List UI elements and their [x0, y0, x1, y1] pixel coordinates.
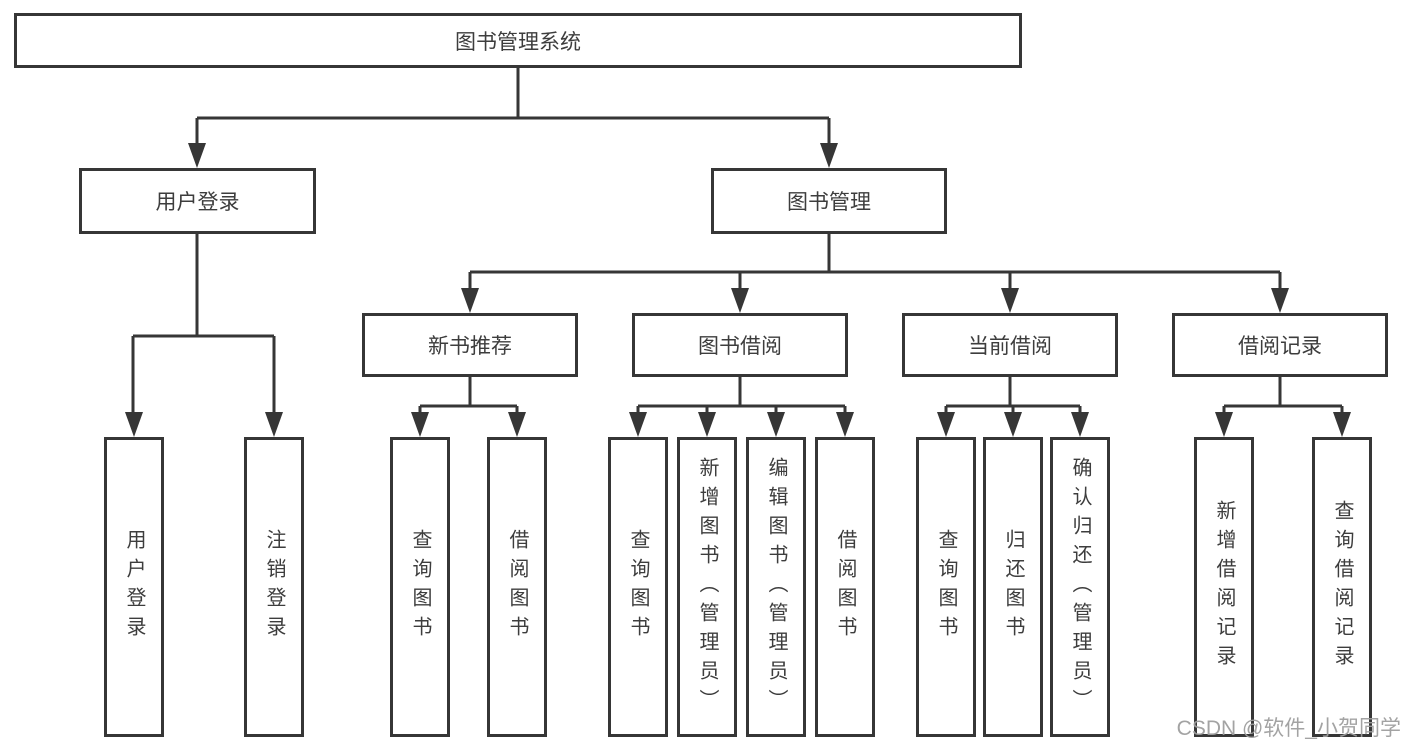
node-label: 查询借阅记录: [1331, 500, 1353, 674]
node-label: 借阅图书: [834, 529, 856, 645]
node-confirm-return-admin: 确认归还（管理员）: [1050, 437, 1110, 737]
node-borrow-books: 借阅图书: [487, 437, 547, 737]
node-label: 当前借阅: [968, 335, 1052, 358]
node-add-books-admin: 新增图书（管理员）: [677, 437, 737, 737]
node-library-management-system: 图书管理系统: [14, 13, 1022, 68]
node-return-books: 归还图书: [983, 437, 1043, 737]
node-label: 查询图书: [409, 529, 431, 645]
node-label: 用户登录: [123, 529, 145, 645]
node-label: 图书管理系统: [455, 30, 581, 54]
node-label: 图书借阅: [698, 335, 782, 358]
node-query-books: 查询图书: [390, 437, 450, 737]
node-label: 借阅图书: [506, 529, 528, 645]
node-label: 图书管理: [787, 191, 871, 214]
node-add-borrow-record: 新增借阅记录: [1194, 437, 1254, 737]
node-label: 查询图书: [627, 529, 649, 645]
node-query-books: 查询图书: [916, 437, 976, 737]
node-label: 编辑图书（管理员）: [765, 456, 787, 718]
node-label: 归还图书: [1002, 529, 1024, 645]
watermark-text: CSDN @软件_小贺同学: [1176, 717, 1401, 740]
node-book-borrowing: 图书借阅: [632, 313, 848, 377]
node-query-borrow-record: 查询借阅记录: [1312, 437, 1372, 737]
node-borrowing-records: 借阅记录: [1172, 313, 1388, 377]
node-label: 查询图书: [935, 529, 957, 645]
node-borrow-books: 借阅图书: [815, 437, 875, 737]
node-user-login-action: 用户登录: [104, 437, 164, 737]
node-label: 注销登录: [263, 529, 285, 645]
node-new-book-recommendation: 新书推荐: [362, 313, 578, 377]
node-edit-books-admin: 编辑图书（管理员）: [746, 437, 806, 737]
node-label: 确认归还（管理员）: [1069, 456, 1091, 718]
node-label: 用户登录: [155, 191, 240, 214]
node-label: 新增借阅记录: [1213, 500, 1235, 674]
node-logout-action: 注销登录: [244, 437, 304, 737]
node-current-borrowing: 当前借阅: [902, 313, 1118, 377]
node-book-management: 图书管理: [711, 168, 947, 234]
node-query-books: 查询图书: [608, 437, 668, 737]
node-user-login: 用户登录: [79, 168, 316, 234]
node-label: 新书推荐: [428, 335, 512, 358]
node-label: 新增图书（管理员）: [696, 456, 718, 718]
node-label: 借阅记录: [1238, 335, 1322, 358]
